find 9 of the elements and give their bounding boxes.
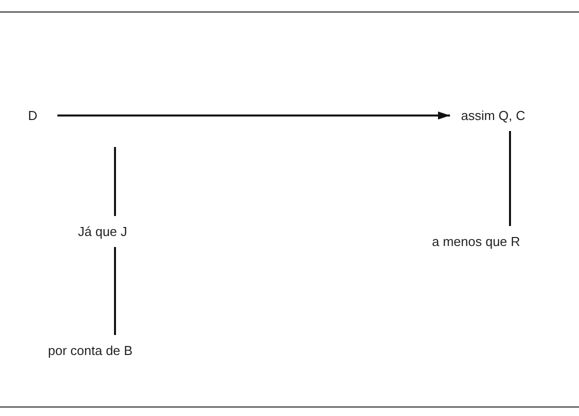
connector-line [114,147,116,216]
node-label: D [28,108,38,123]
connector-line [509,131,511,226]
arrow [57,112,450,120]
node-label: a menos que R [432,234,520,249]
node-label: Já que J [78,224,128,239]
node-label: assim Q, C [461,108,526,123]
connector-line [114,247,116,335]
node-label: por conta de B [48,343,133,358]
